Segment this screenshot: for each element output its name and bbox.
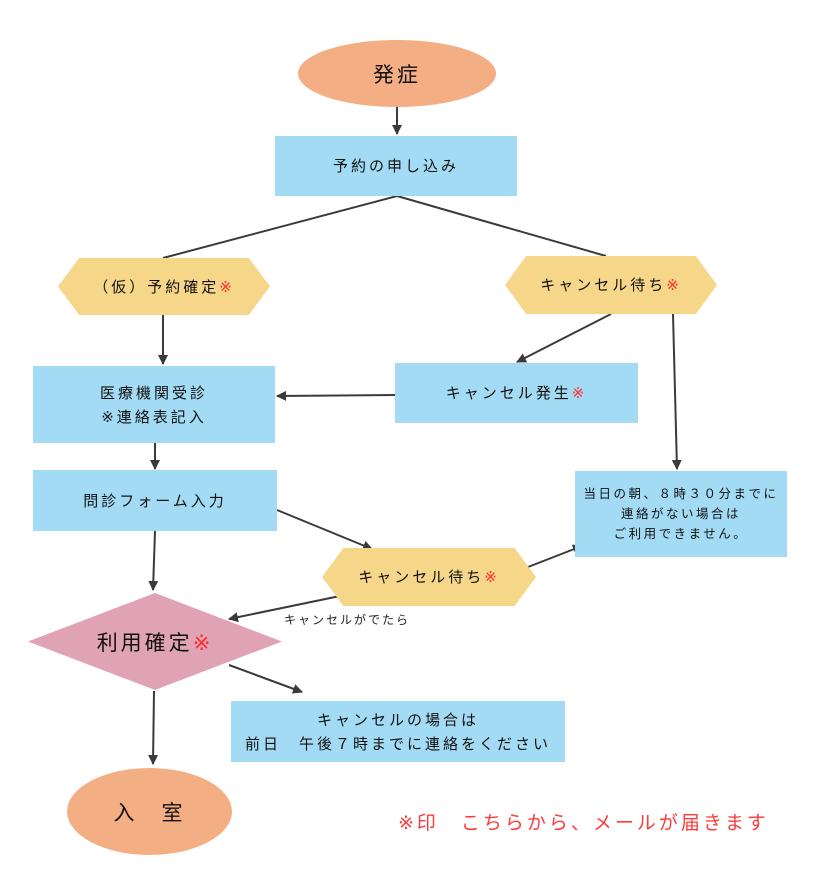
footnote: ※印 こちらから、メールが届きます xyxy=(398,812,769,834)
node-provisional: （仮）予約確定※ xyxy=(58,258,270,315)
node-waitlist-top-label: キャンセル待ち xyxy=(540,276,667,294)
asterisk-mark-icon: ※ xyxy=(192,630,214,655)
edge-form-waitlist-mid xyxy=(276,509,373,551)
asterisk-mark-icon: ※ xyxy=(484,568,500,586)
node-no-contact-line1: 当日の朝、８時３０分までに xyxy=(583,486,779,501)
node-no-contact-line2: 連絡がない場合は xyxy=(620,506,741,521)
edge-waitlist-no-contact xyxy=(671,313,682,470)
node-enter-label: 入 室 xyxy=(113,800,186,825)
node-clinic-line2: ※連絡表記入 xyxy=(101,407,207,426)
node-confirm-label: 利用確定 xyxy=(96,630,193,655)
node-cancel-occurs: キャンセル発生※ xyxy=(395,363,638,423)
edge-confirm-cancel-notice xyxy=(228,664,303,694)
node-onset-label: 発症 xyxy=(373,62,421,87)
node-waitlist-mid: キャンセル待ち※ xyxy=(322,548,536,606)
edge-waitlist-mid-confirm xyxy=(228,595,341,623)
node-apply-label: 予約の申し込み xyxy=(332,157,459,175)
node-waitlist-top: キャンセル待ち※ xyxy=(505,256,717,314)
node-provisional-label: （仮）予約確定 xyxy=(93,277,220,296)
edge-apply-waitlist-top xyxy=(396,195,607,257)
edge-confirm-enter xyxy=(148,690,159,765)
node-apply: 予約の申し込み xyxy=(275,136,517,196)
edge-apply-provisional xyxy=(162,195,398,259)
edge-waitlist-cancel-occurs xyxy=(516,313,612,363)
node-waitlist-mid-label: キャンセル待ち xyxy=(358,568,485,586)
node-cancel-notice-line2: 前日 午後７時までに連絡をください xyxy=(244,734,551,753)
node-enter: 入 室 xyxy=(67,768,232,855)
node-cancel-notice-line1: キャンセルの場合は xyxy=(316,710,479,729)
node-clinic: 医療機関受診 ※連絡表記入 xyxy=(33,366,275,443)
node-no-contact-line3: ご利用できません。 xyxy=(613,526,749,541)
node-form-label: 問診フォーム入力 xyxy=(83,491,227,510)
node-onset: 発症 xyxy=(298,40,496,107)
node-clinic-line1: 医療機関受診 xyxy=(99,383,208,402)
edge-cancel-occurs-clinic xyxy=(276,390,396,401)
node-cancel-occurs-label: キャンセル発生 xyxy=(445,384,572,402)
asterisk-mark-icon: ※ xyxy=(666,276,682,294)
node-form: 問診フォーム入力 xyxy=(33,470,277,531)
asterisk-mark-icon: ※ xyxy=(219,277,235,296)
edge-label-cancel-available: キャンセルがでたら xyxy=(284,613,411,627)
edge-waitlist-mid-no-contact xyxy=(527,544,583,568)
edge-form-confirm xyxy=(148,530,159,591)
node-no-contact: 当日の朝、８時３０分までに 連絡がない場合は ご利用できません。 xyxy=(575,471,787,557)
node-cancel-notice: キャンセルの場合は 前日 午後７時までに連絡をください xyxy=(231,701,565,762)
asterisk-mark-icon: ※ xyxy=(571,384,588,402)
